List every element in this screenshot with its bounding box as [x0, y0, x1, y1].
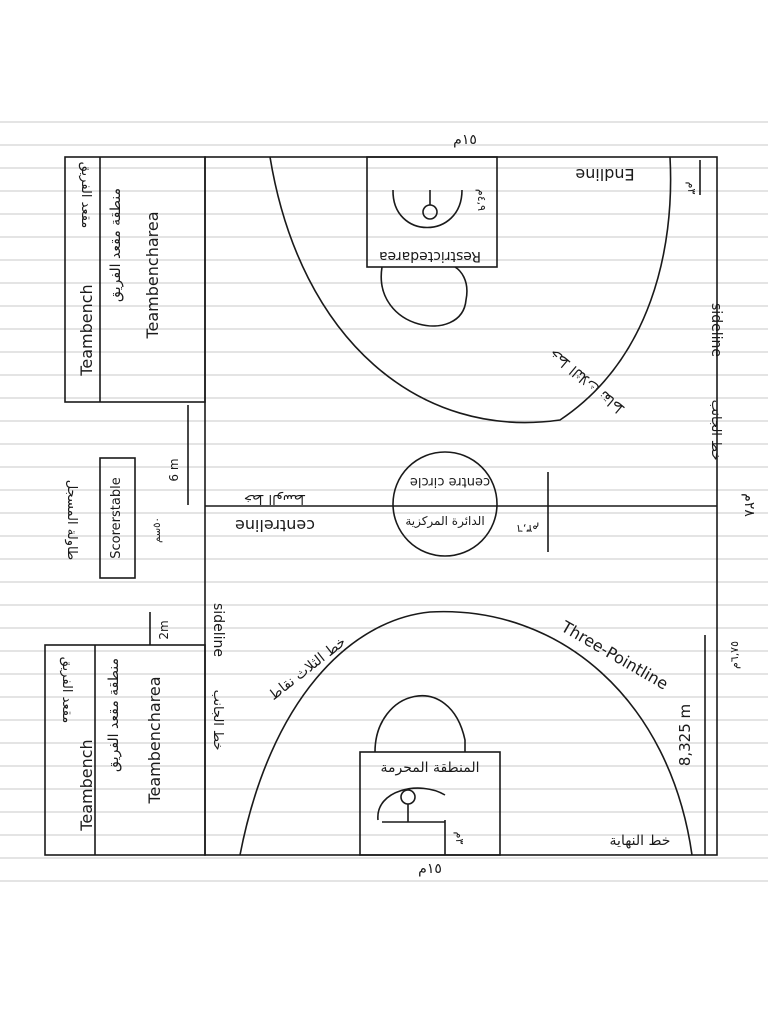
team-bench-box-bottom [44, 644, 206, 856]
sideline-left-en: sideline [210, 603, 226, 657]
width-label-bottom: ١٥م [418, 861, 442, 877]
free-throw-semicircle-bottom [374, 695, 466, 753]
scorers-table-label-ar: طاولة المسجل [64, 480, 79, 561]
scorers-distance-top: 6 m [167, 458, 181, 481]
scorers-table-box [99, 457, 136, 579]
endline-distance-label-top: ٣م [685, 182, 698, 195]
length-label-right: ٢٨م [741, 493, 757, 517]
endline-label-bottom-ar: خط النهاية [610, 833, 671, 849]
three-point-arc-bottom [239, 610, 693, 856]
notebook-rule-lines [0, 121, 768, 882]
scorers-distance-side: ٥٠سم [152, 517, 163, 543]
centre-circle-label-en: centre circle [410, 474, 490, 489]
scorers-distance-bottom: 2m [157, 620, 171, 639]
team-bench-area-bottom-label-en: Teambencharea [145, 676, 164, 804]
no-charge-arc-bottom [377, 787, 446, 821]
team-bench-area-bottom-label-ar: منطقة مقعد الفريق [106, 658, 122, 772]
team-bench-top-label-ar: مقعد الفريق [78, 162, 93, 229]
no-charge-arc-top [392, 189, 463, 229]
free-throw-semicircle-top [380, 266, 468, 327]
team-bench-bottom-label-en: Teambench [77, 739, 96, 831]
restricted-area-width: ٤,٩م [475, 189, 488, 211]
three-point-distance-label: 8,325 m [676, 704, 694, 766]
court-labels: ١٥م ١٥م ٢٨م Endline خط النهاية ٣م ٣م sid… [59, 132, 757, 877]
three-point-arc-top [269, 156, 672, 424]
scorers-table-label-en: Scorerstable [109, 477, 124, 558]
team-bench-bottom-label-ar: مقعد الفريق [59, 657, 74, 724]
court-lines [44, 156, 718, 856]
centre-circle [392, 451, 498, 557]
sideline-right-ar: خط الجانب [708, 400, 723, 461]
restricted-area-label-ar: المنطقة المحرمة [380, 760, 479, 776]
centre-line-label-en: centreline [235, 516, 315, 535]
restricted-area-bottom [359, 751, 501, 856]
team-bench-area-top-label-en: Teambencharea [143, 211, 162, 339]
sideline-left-ar: خط الجانب [210, 690, 225, 751]
width-label-top: ١٥م [453, 132, 477, 148]
team-bench-area-top-label-ar: منطقة مقعد الفريق [108, 188, 124, 302]
endline-distance-label-bottom: ٣م [453, 832, 466, 845]
team-bench-box-top [64, 156, 206, 403]
endline-label-top: Endline [575, 165, 634, 184]
restricted-area-top [366, 156, 498, 268]
sideline-right-en: sideline [708, 303, 724, 357]
team-bench-top-label-en: Teambench [77, 284, 96, 376]
restricted-area-label-en: Restrictedarea [379, 248, 481, 264]
centre-circle-radius-label: ٣,٦م [517, 522, 539, 535]
centre-line-label-ar: خط الوسط [244, 491, 306, 506]
centre-circle-label-ar: الدائرة المركزية [405, 514, 484, 529]
three-point-side-label: ٦,٧٥م [728, 641, 741, 669]
